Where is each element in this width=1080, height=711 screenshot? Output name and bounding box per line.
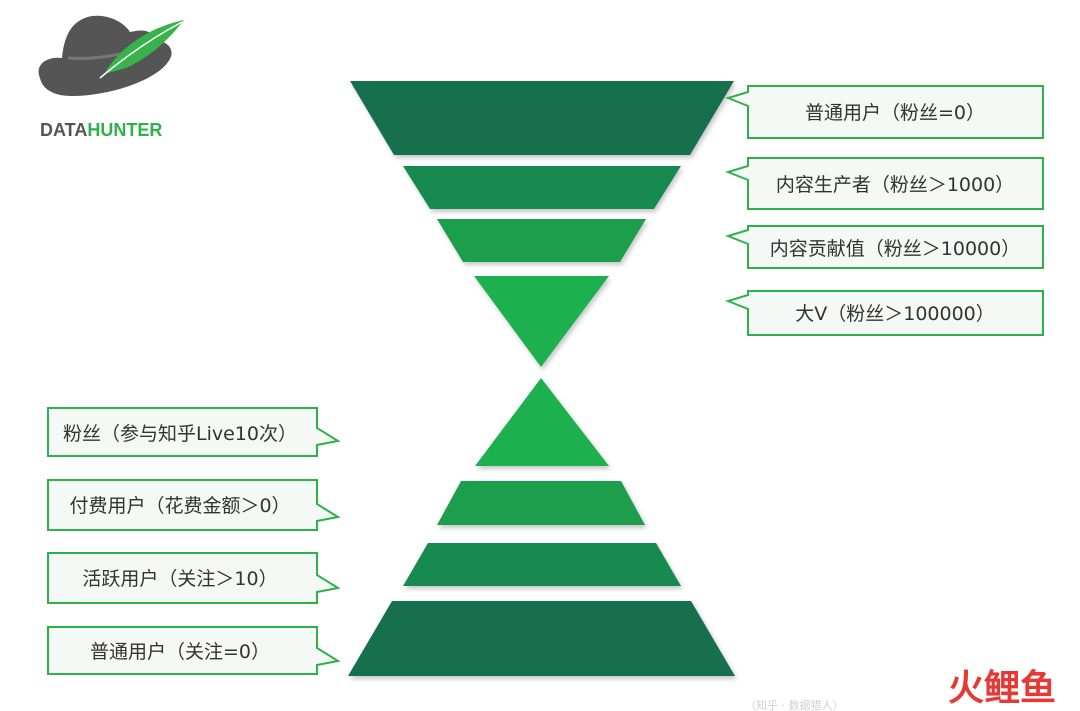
top-funnel-layer-3 [437,219,646,262]
callout-bottom-2-label: 付费用户（花费金额＞0） [69,495,290,517]
callout-top-3: 内容贡献值（粉丝＞10000） [724,225,1044,269]
callout-top-2: 内容生产者（粉丝＞1000） [724,157,1044,210]
logo-text-hunter: HUNTER [87,120,162,140]
callout-top-4: 大V（粉丝＞100000） [724,290,1044,336]
bottom-pyramid [348,378,735,676]
callout-top-1: 普通用户（粉丝=0） [724,85,1044,139]
bottom-pyramid-labels: 粉丝（参与知乎Live10次） 付费用户（花费金额＞0） 活跃用户（关注＞10）… [47,407,341,675]
feather-icon [99,20,184,79]
bottom-pyramid-layer-3 [403,543,681,586]
watermark-brand: 火鲤鱼 [948,668,1056,709]
callout-top-2-label: 内容生产者（粉丝＞1000） [776,174,1014,196]
callout-top-4-label: 大V（粉丝＞100000） [795,303,995,325]
callout-top-1-label: 普通用户（粉丝=0） [805,102,985,124]
hat-icon [38,15,172,97]
bottom-pyramid-layer-1 [475,378,609,466]
bottom-pyramid-layer-2 [437,481,645,525]
top-funnel-labels: 普通用户（粉丝=0） 内容生产者（粉丝＞1000） 内容贡献值（粉丝＞10000… [724,85,1044,336]
logo-text-data: DATA [40,120,87,140]
datahunter-logo: DATAHUNTER [38,15,184,140]
logo-text: DATAHUNTER [40,120,162,140]
watermark: 火鲤鱼 （知乎 · 数据猎人） [745,668,1056,711]
callout-bottom-4: 普通用户（关注=0） [47,626,341,675]
callout-top-3-label: 内容贡献值（粉丝＞10000） [770,238,1020,260]
top-funnel [350,81,734,367]
top-funnel-layer-1 [350,81,734,155]
top-funnel-layer-2 [403,166,681,209]
callout-bottom-2: 付费用户（花费金额＞0） [47,479,341,531]
watermark-faint-text: （知乎 · 数据猎人） [745,698,844,711]
callout-bottom-4-label: 普通用户（关注=0） [90,641,270,663]
top-funnel-layer-4 [474,276,609,367]
bottom-pyramid-layer-4 [348,601,735,676]
callout-bottom-3-label: 活跃用户（关注＞10） [82,568,277,590]
callout-bottom-1-label: 粉丝（参与知乎Live10次） [63,423,297,445]
callout-bottom-1: 粉丝（参与知乎Live10次） [47,407,341,457]
callout-bottom-3: 活跃用户（关注＞10） [47,552,341,604]
